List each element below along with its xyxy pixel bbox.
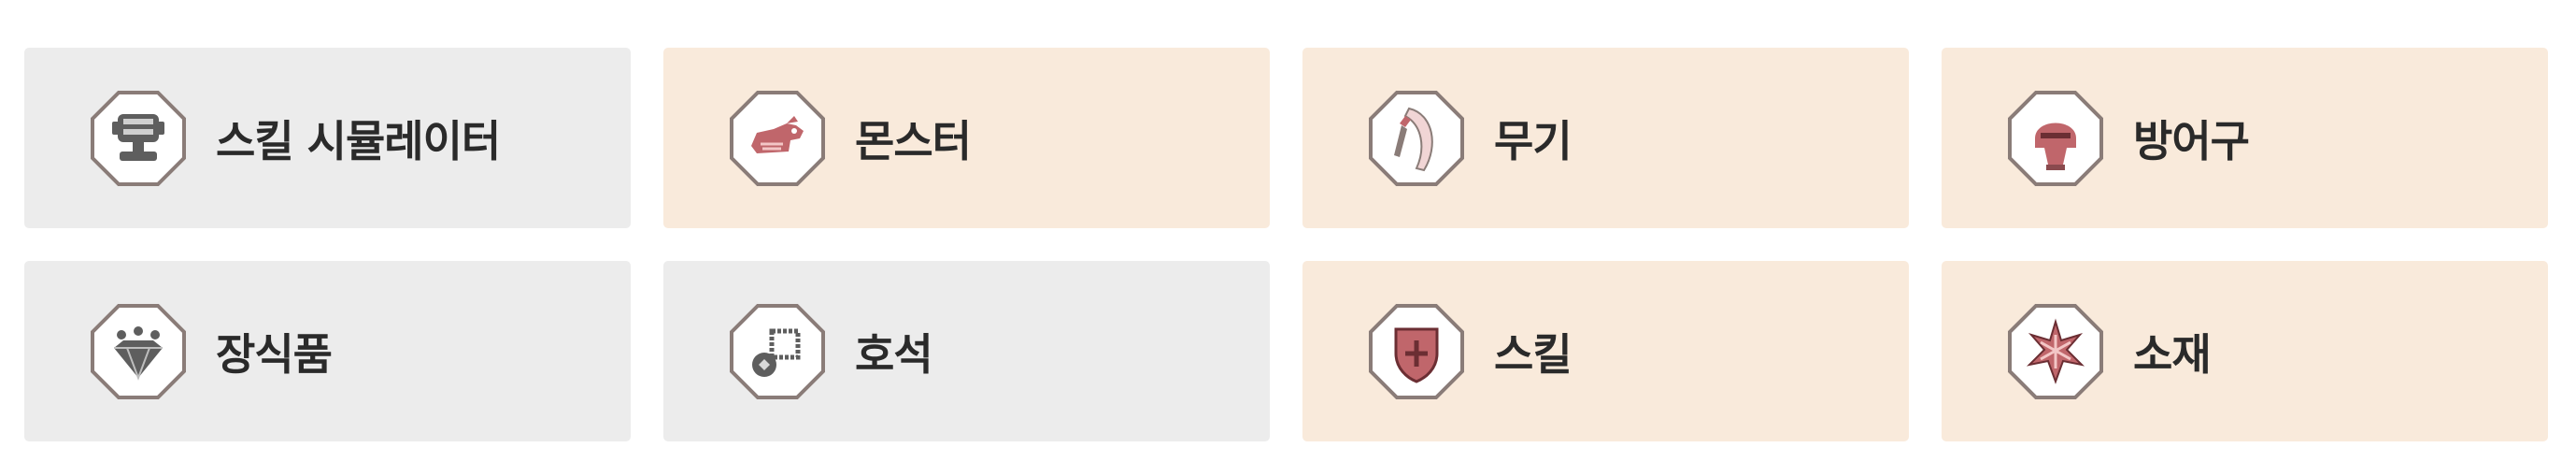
weapon-icon bbox=[1368, 90, 1465, 187]
menu-card-material[interactable]: 소재 bbox=[1942, 261, 2548, 441]
menu-label: 스킬 시뮬레이터 bbox=[216, 115, 501, 166]
charm-icon bbox=[729, 303, 826, 400]
armor-icon bbox=[2007, 90, 2104, 187]
menu-label: 몬스터 bbox=[855, 115, 972, 166]
menu-card-charm[interactable]: 호석 bbox=[663, 261, 1270, 441]
menu-label: 방어구 bbox=[2133, 115, 2250, 166]
menu-label: 호석 bbox=[855, 328, 933, 380]
material-icon bbox=[2007, 303, 2104, 400]
menu-card-skill-simulator[interactable]: 스킬 시뮬레이터 bbox=[24, 48, 631, 228]
menu-card-monster[interactable]: 몬스터 bbox=[663, 48, 1270, 228]
decoration-icon bbox=[90, 303, 187, 400]
menu-card-weapon[interactable]: 무기 bbox=[1302, 48, 1909, 228]
menu-grid: 스킬 시뮬레이터 몬스터 무기 bbox=[24, 48, 2548, 441]
menu-card-decoration[interactable]: 장식품 bbox=[24, 261, 631, 441]
menu-label: 스킬 bbox=[1494, 328, 1573, 380]
skill-icon bbox=[1368, 303, 1465, 400]
menu-card-skill[interactable]: 스킬 bbox=[1302, 261, 1909, 441]
simulator-icon bbox=[90, 90, 187, 187]
menu-card-armor[interactable]: 방어구 bbox=[1942, 48, 2548, 228]
menu-label: 장식품 bbox=[216, 328, 333, 380]
menu-label: 무기 bbox=[1494, 115, 1573, 166]
menu-label: 소재 bbox=[2133, 328, 2212, 380]
monster-icon bbox=[729, 90, 826, 187]
